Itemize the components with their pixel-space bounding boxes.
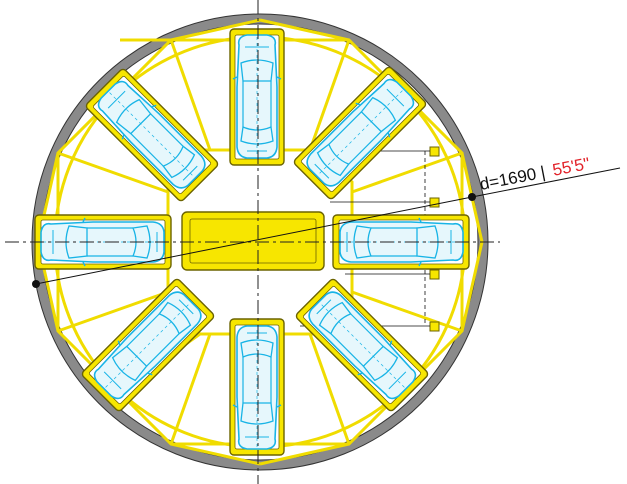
svg-text:d=1690 | 55'5": d=1690 | 55'5"	[478, 154, 591, 194]
parking-bay-bottom	[230, 319, 284, 455]
diameter-imperial-label: 55'5"	[551, 154, 592, 180]
parking-bay-top-right	[293, 66, 427, 200]
frame-fixtures	[429, 146, 440, 332]
center-lines	[5, 0, 500, 484]
parking-bay-top-left	[85, 68, 219, 202]
parking-bay-top	[230, 29, 284, 165]
